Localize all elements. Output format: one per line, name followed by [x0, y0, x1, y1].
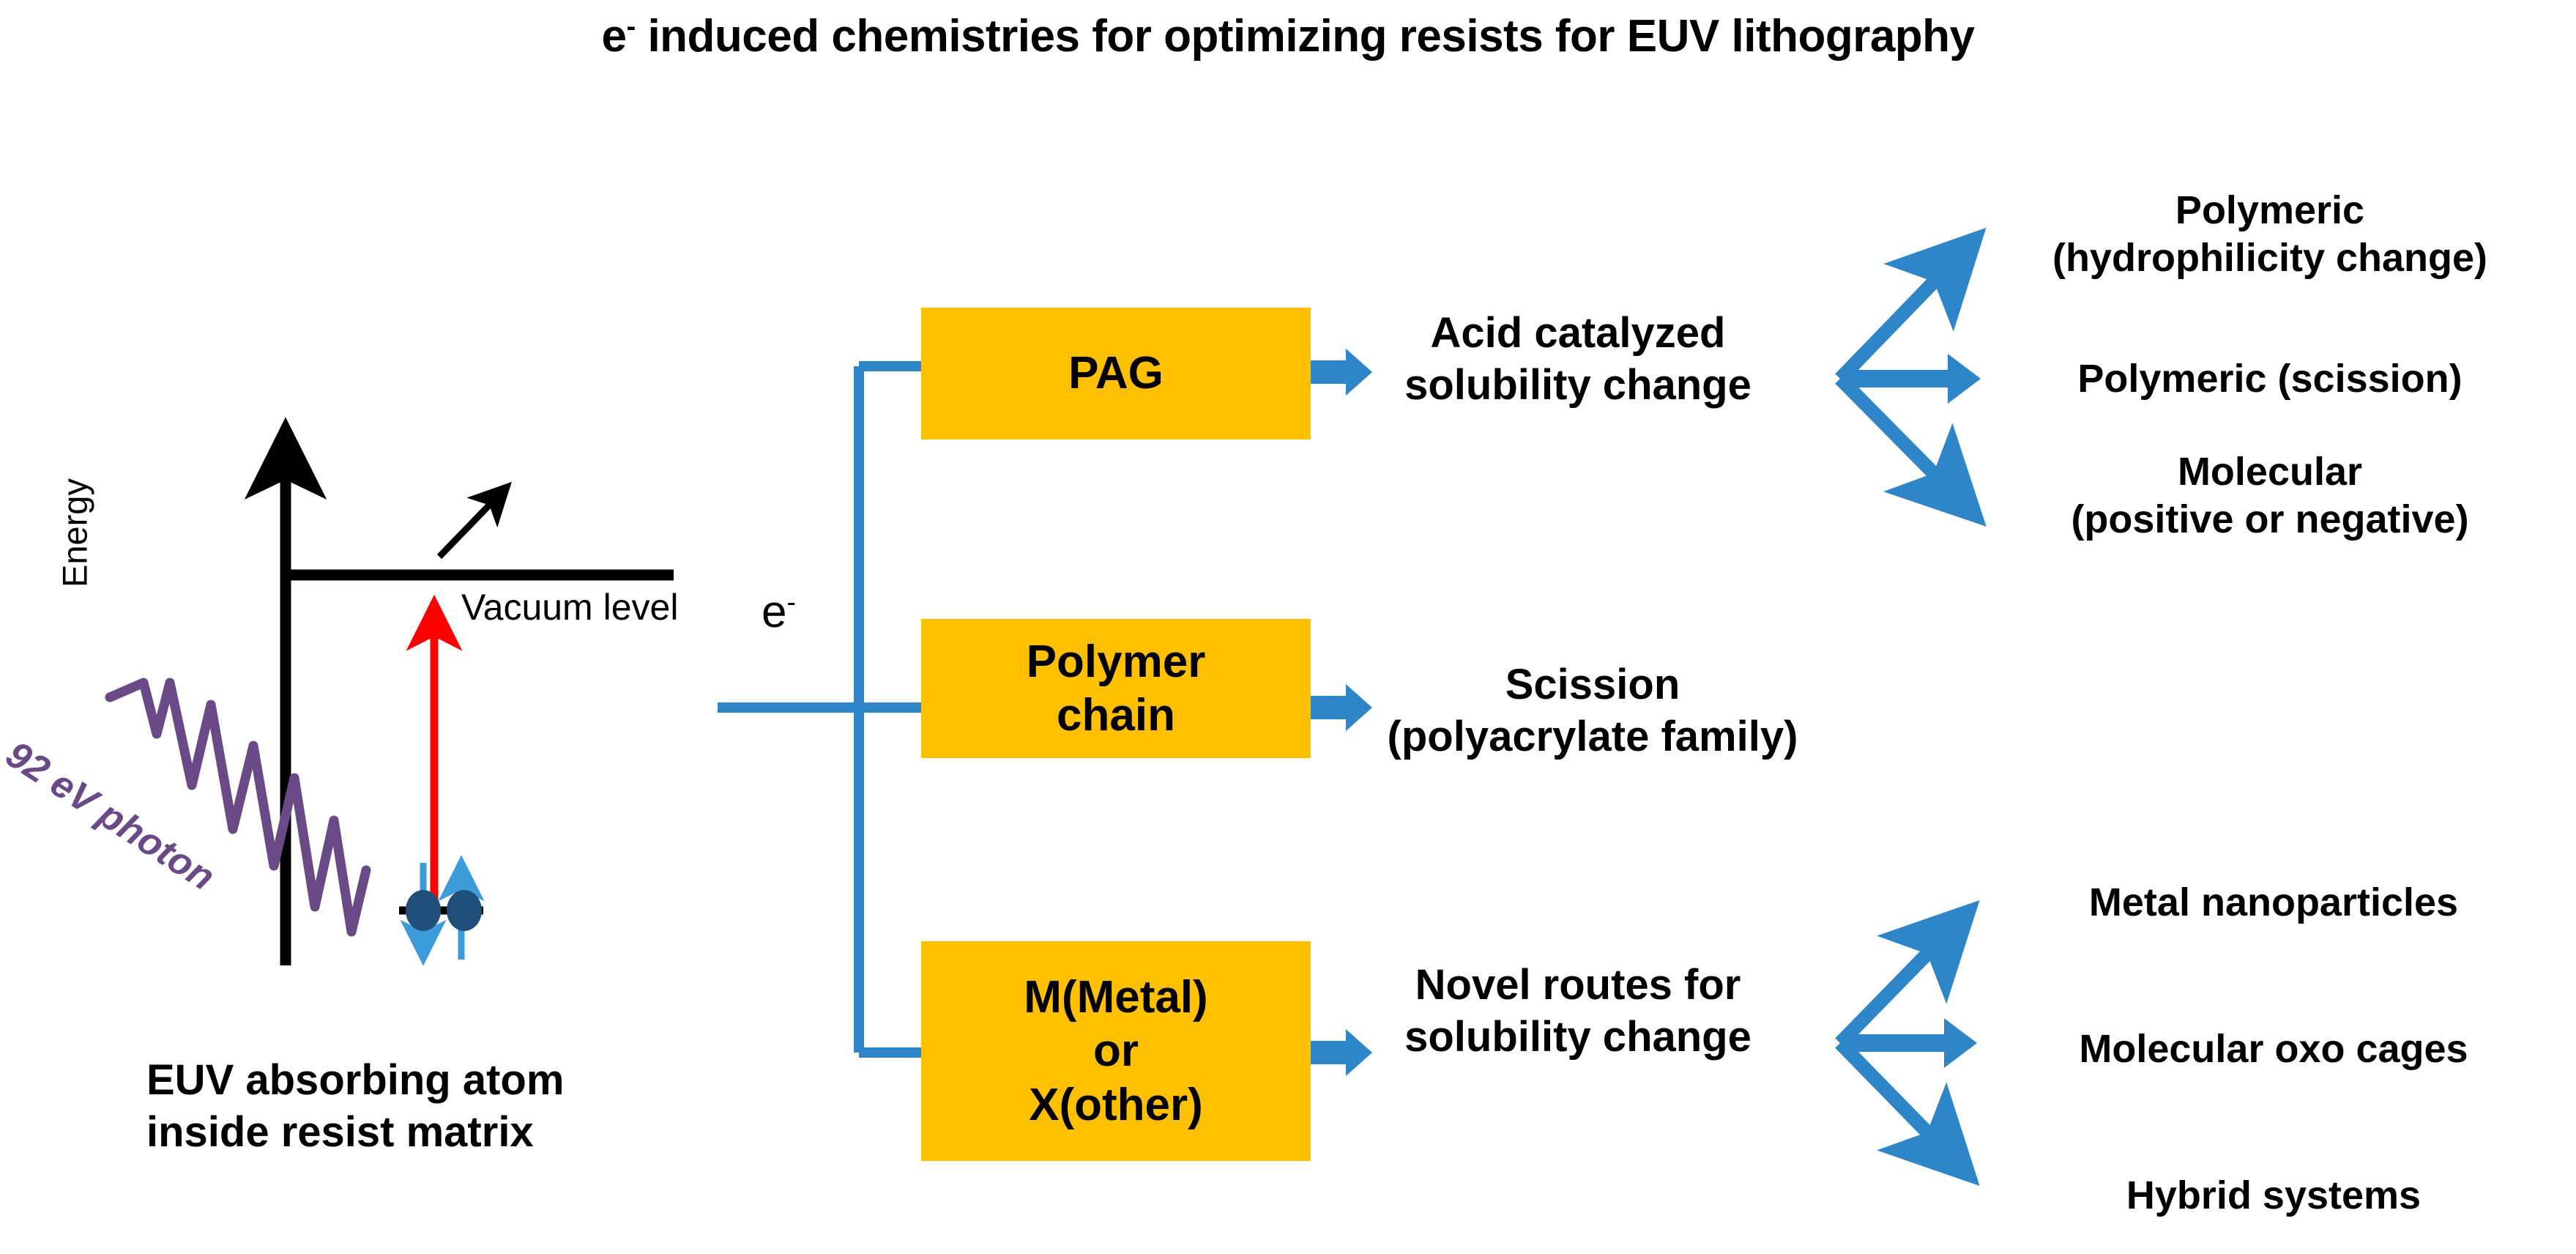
- photon-wave: [105, 678, 371, 937]
- page-title-superscript: -: [626, 10, 636, 42]
- fan-arrows-bottom: [1835, 899, 1980, 1187]
- outcome-metal-nanoparticles: Metal nanoparticles: [1977, 879, 2570, 927]
- outcome-line-1: Molecular oxo cages: [2079, 1027, 2468, 1071]
- fan-arrow-bottom-up: [1835, 899, 1980, 1048]
- electron-label-charge: -: [786, 586, 796, 617]
- electron-dot-2: [447, 890, 482, 931]
- result-line-2: solubility change: [1404, 1012, 1752, 1061]
- outcome-hybrid-systems: Hybrid systems: [1977, 1172, 2570, 1220]
- result-line-1: Scission: [1505, 661, 1680, 708]
- outcome-line-1: Polymeric: [2175, 188, 2365, 232]
- outcome-line-1: Hybrid systems: [2126, 1173, 2421, 1217]
- fan-arrow-bottom-straight: [1840, 1018, 1977, 1068]
- energy-axis-label: Energy: [55, 478, 94, 587]
- page-title-prefix: e: [601, 11, 627, 62]
- electron-label: e-: [762, 586, 796, 638]
- outcome-polymeric-scission: Polymeric (scission): [1970, 355, 2570, 403]
- process-box-metal-or-other-line-1: M(Metal): [1024, 972, 1208, 1023]
- fan-arrow-top-up: [1835, 227, 1987, 384]
- outcome-line-2: (positive or negative): [2071, 497, 2469, 541]
- outcome-line-1: Polymeric (scission): [2077, 357, 2463, 401]
- outcome-line-2: (hydrophilicity change): [2052, 235, 2488, 280]
- process-box-polymer-chain-line-2: chain: [1057, 690, 1175, 741]
- page-title-rest: induced chemistries for optimizing resis…: [635, 11, 1975, 62]
- caption-line-2: inside resist matrix: [146, 1108, 534, 1156]
- fan-arrow-bottom-down: [1835, 1038, 1980, 1187]
- process-box-metal-or-other-line-2: or: [1092, 1025, 1139, 1077]
- photon-energy-label: 92 eV photon: [0, 732, 223, 899]
- energy-diagram-caption: EUV absorbing atom inside resist matrix: [146, 1055, 769, 1159]
- process-box-metal-or-other[interactable]: M(Metal) or X(other): [921, 941, 1311, 1161]
- process-box-pag-text: PAG: [1068, 346, 1164, 400]
- outcome-polymeric-hydrophilicity-change: Polymeric (hydrophilicity change): [1970, 187, 2570, 282]
- fan-arrow-top-down: [1835, 374, 1987, 527]
- electron-label-symbol: e: [762, 587, 787, 637]
- result-scission-polyacrylate: Scission (polyacrylate family): [1340, 659, 1845, 763]
- result-line-1: Acid catalyzed: [1430, 309, 1726, 357]
- outcome-molecular-oxo-cages: Molecular oxo cages: [1977, 1025, 2570, 1073]
- process-box-polymer-chain-text: Polymer chain: [1027, 635, 1206, 742]
- outcome-molecular-positive-or-negative: Molecular (positive or negative): [1970, 448, 2570, 543]
- result-line-2: solubility change: [1404, 360, 1752, 409]
- electron-dot-1: [406, 890, 441, 931]
- result-line-1: Novel routes for: [1415, 961, 1741, 1009]
- vacuum-level-label: Vacuum level: [461, 587, 679, 628]
- result-acid-catalyzed-solubility-change: Acid catalyzed solubility change: [1358, 308, 1798, 412]
- process-box-pag[interactable]: PAG: [921, 308, 1311, 439]
- electron-escape-arrow: [436, 481, 512, 560]
- process-box-metal-or-other-text: M(Metal) or X(other): [1024, 971, 1207, 1131]
- result-novel-routes-solubility-change: Novel routes for solubility change: [1358, 960, 1798, 1064]
- process-box-polymer-chain-line-1: Polymer: [1026, 636, 1206, 687]
- process-box-metal-or-other-line-3: X(other): [1029, 1079, 1203, 1130]
- page-title: e- induced chemistries for optimizing re…: [0, 10, 2576, 62]
- outcome-line-1: Molecular: [2177, 450, 2363, 494]
- process-box-polymer-chain[interactable]: Polymer chain: [921, 619, 1311, 758]
- process-box-pag-line-1: PAG: [1068, 348, 1164, 399]
- result-line-2: (polyacrylate family): [1387, 712, 1798, 760]
- caption-line-1: EUV absorbing atom: [146, 1056, 565, 1104]
- outcome-line-1: Metal nanoparticles: [2088, 880, 2459, 924]
- fan-arrow-top-straight: [1840, 354, 1981, 404]
- fan-arrows-top: [1835, 227, 1987, 527]
